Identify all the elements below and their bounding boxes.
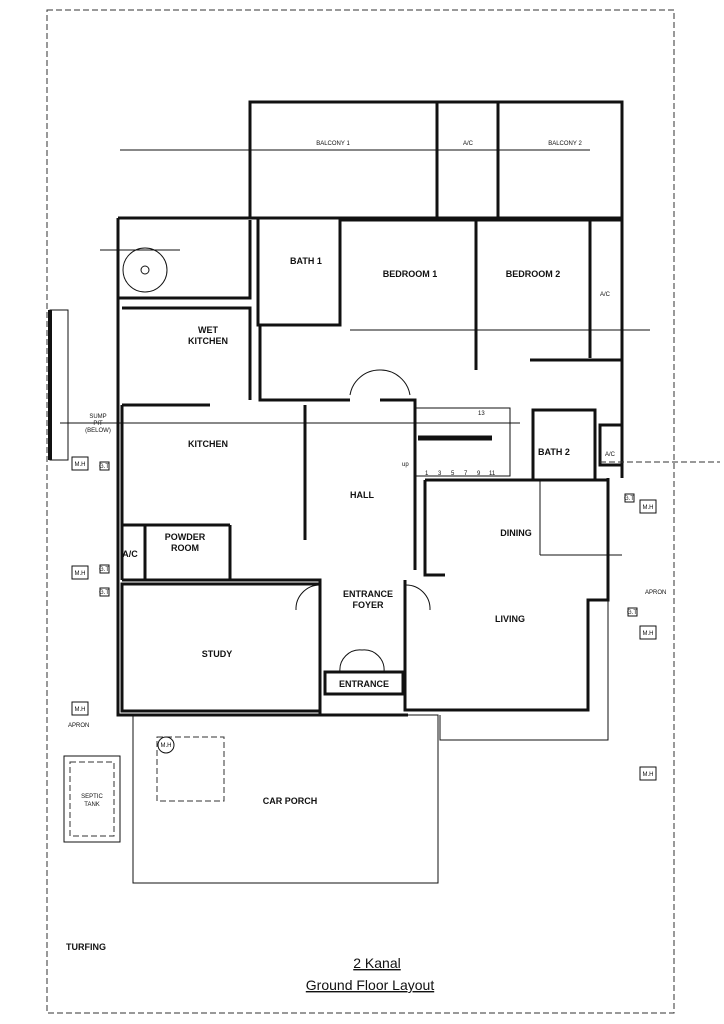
- entrance-label: ENTRANCE: [339, 679, 389, 689]
- apron-right-label: APRON: [645, 590, 666, 596]
- bedroom-1-label: BEDROOM 1: [383, 269, 438, 279]
- plot-boundary: [46, 9, 675, 1014]
- balcony-block: [120, 100, 624, 220]
- bedroom-2-label: BEDROOM 2: [506, 269, 561, 279]
- powder-room-label-2: ROOM: [171, 543, 199, 553]
- svg-text:13: 13: [478, 411, 485, 417]
- car-porch-outline: [132, 714, 439, 884]
- svg-text:M.H: M.H: [161, 743, 172, 749]
- svg-text:M.H: M.H: [75, 462, 86, 468]
- stair-numbers: 1 3 5 7 9 11 13: [425, 411, 496, 477]
- spiral-stair-icon: [122, 247, 168, 293]
- svg-text:1: 1: [425, 471, 429, 477]
- bath-2-label: BATH 2: [538, 447, 570, 457]
- external-stair: [48, 309, 69, 461]
- drawing-title-line-2: Ground Floor Layout: [306, 977, 435, 993]
- house-walls: [116, 102, 624, 741]
- foyer-door-right: [404, 584, 431, 611]
- sump-label-1: SUMP: [89, 414, 106, 420]
- svg-text:M.H: M.H: [643, 631, 654, 637]
- powder-room-label-1: POWDER: [165, 532, 206, 542]
- ac-top-label: A/C: [463, 141, 474, 147]
- svg-text:11: 11: [489, 471, 496, 477]
- drawing-title-line-1: 2 Kanal: [353, 955, 400, 971]
- dining-label: DINING: [500, 528, 532, 538]
- svg-text:M.H: M.H: [75, 707, 86, 713]
- foyer-door-left: [295, 584, 321, 611]
- gully-trap-markers: G.T G.T G.T G.T G.T: [99, 461, 638, 617]
- ac-right-label: A/C: [600, 292, 611, 298]
- entrance-door: [339, 649, 385, 673]
- bath-1-label: BATH 1: [290, 256, 322, 266]
- study-label: STUDY: [202, 649, 233, 659]
- balcony-2-label: BALCONY 2: [548, 141, 582, 147]
- living-label: LIVING: [495, 614, 525, 624]
- svg-text:G.T: G.T: [99, 590, 109, 596]
- wet-kitchen-label-1: WET: [198, 325, 218, 335]
- apron-left-label: APRON: [68, 723, 89, 729]
- septic-tank-label-1: SEPTIC: [81, 794, 103, 800]
- car-porch-label: CAR PORCH: [263, 796, 318, 806]
- svg-text:7: 7: [464, 471, 468, 477]
- svg-text:3: 3: [438, 471, 442, 477]
- svg-text:M.H: M.H: [643, 505, 654, 511]
- manhole-markers: M.H M.H M.H M.H M.H M.H M.H: [71, 456, 657, 781]
- septic-tank-outline: [63, 755, 121, 843]
- foyer-label-2: FOYER: [352, 600, 384, 610]
- foyer-label-1: ENTRANCE: [343, 589, 393, 599]
- turfing-label: TURFING: [66, 942, 106, 952]
- svg-text:G.T: G.T: [627, 610, 637, 616]
- hall-door: [349, 369, 411, 396]
- ac-left-label: A/C: [122, 549, 138, 559]
- hall-label: HALL: [350, 490, 374, 500]
- wet-kitchen-label-2: KITCHEN: [188, 336, 228, 346]
- svg-text:9: 9: [477, 471, 481, 477]
- svg-text:M.H: M.H: [643, 772, 654, 778]
- svg-text:G.T: G.T: [99, 567, 109, 573]
- sump-label-2: PIT: [93, 421, 103, 427]
- sump-label-3: (BELOW): [85, 428, 111, 434]
- ac-bath2-label: A/C: [605, 452, 616, 458]
- svg-text:G.T: G.T: [99, 464, 109, 470]
- balcony-1-label: BALCONY 1: [316, 141, 350, 147]
- svg-text:M.H: M.H: [75, 571, 86, 577]
- septic-tank-label-2: TANK: [84, 802, 100, 808]
- kitchen-label: KITCHEN: [188, 439, 228, 449]
- stair-up-label: up: [402, 462, 409, 468]
- svg-text:G.T: G.T: [624, 496, 634, 502]
- svg-text:5: 5: [451, 471, 455, 477]
